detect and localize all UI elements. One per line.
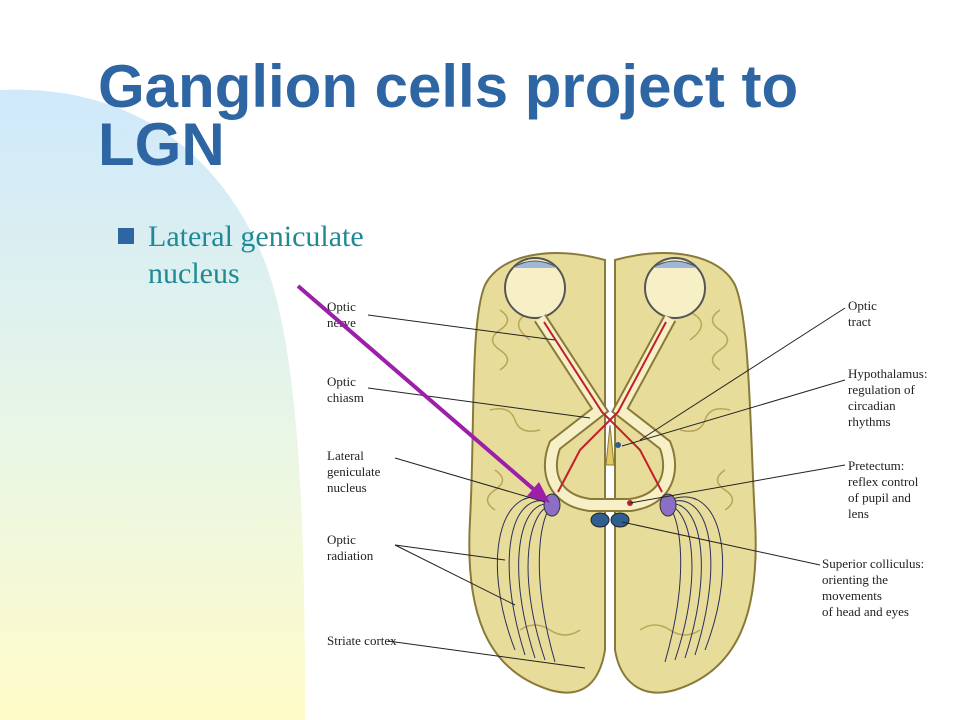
label-lgn: Lateral geniculate nucleus [327,448,384,495]
label-pretectum: Pretectum: reflex control of pupil and l… [848,458,922,521]
slide-title: Ganglion cells project to LGN [98,53,799,178]
leader-lines [367,307,846,669]
label-striate-cortex: Striate cortex [327,633,397,648]
label-superior-colliculus: Superior colliculus: orienting the movem… [822,556,927,619]
label-optic-tract: Optic tract [848,298,880,329]
square-bullet-icon [118,228,134,244]
label-optic-nerve: Optic nerve [327,299,359,330]
label-hypothalamus: Hypothalamus: regulation of circadian rh… [848,366,931,429]
label-optic-radiation: Optic radiation [327,532,374,563]
brain-diagram: Optic nerve Optic chiasm Lateral genicul… [327,252,931,694]
label-optic-chiasm: Optic chiasm [327,374,364,405]
bullet-text: Lateral geniculate nucleus [148,220,364,290]
superior-colliculi [590,442,633,528]
optic-pathway [534,314,677,512]
